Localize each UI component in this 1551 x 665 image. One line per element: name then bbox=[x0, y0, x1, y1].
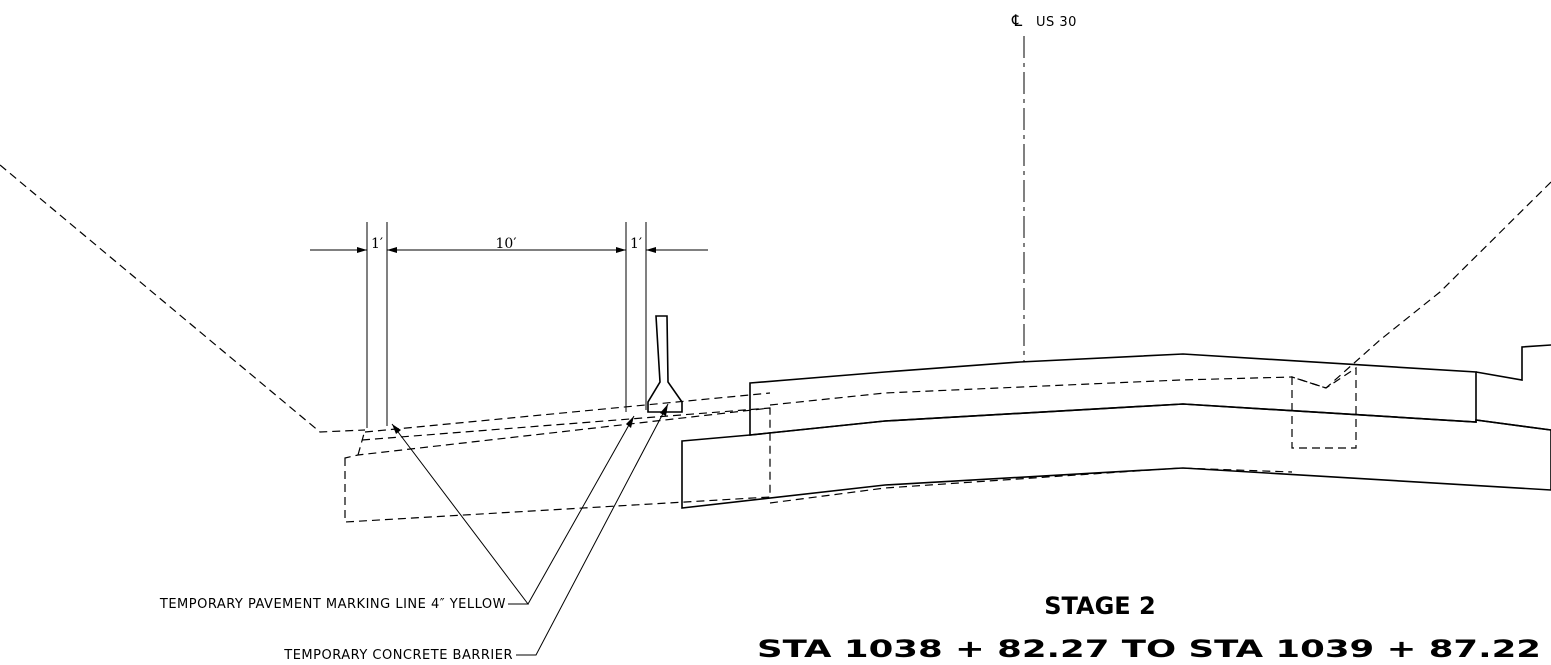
temp-marking-dashed-2 bbox=[361, 407, 771, 441]
temp-marking-dashed-3 bbox=[357, 429, 366, 456]
dim-arrow-4 bbox=[646, 247, 656, 253]
callout-pavement-marking: TEMPORARY PAVEMENT MARKING LINE 4″ YELLO… bbox=[159, 597, 506, 612]
centerline-label: US 30 bbox=[1036, 15, 1077, 30]
existing-pavement-top-dashed bbox=[769, 376, 1293, 406]
proposed-pavement-top bbox=[749, 353, 1477, 436]
dim-arrow-3 bbox=[616, 247, 626, 253]
dim-arrow-1 bbox=[357, 247, 367, 253]
existing-ground-left bbox=[0, 164, 366, 433]
callout-arrow-marking-2 bbox=[626, 416, 634, 428]
existing-ground-right bbox=[1291, 181, 1551, 389]
proposed-pavement-body bbox=[681, 403, 1551, 509]
temporary-concrete-barrier bbox=[647, 315, 683, 413]
shoulder-right-edge bbox=[1475, 419, 1551, 431]
shoulder-right bbox=[1475, 344, 1551, 381]
callout-leader-marking-2 bbox=[527, 415, 635, 605]
callout-concrete-barrier: TEMPORARY CONCRETE BARRIER bbox=[283, 648, 513, 663]
callout-leader-barrier bbox=[516, 403, 669, 656]
existing-pavement-bottom-dashed bbox=[769, 467, 1293, 504]
existing-pavement-right bbox=[1291, 366, 1357, 449]
dim-right-text: 1′ bbox=[630, 236, 642, 252]
dim-middle-text: 10′ bbox=[496, 236, 517, 252]
callout-arrow-marking-1 bbox=[392, 424, 401, 434]
existing-pavement-left bbox=[344, 407, 771, 523]
dim-left-text: 1′ bbox=[371, 236, 383, 252]
centerline-symbol: ℄ bbox=[1011, 11, 1023, 30]
station-range: STA 1038 + 82.27 TO STA 1039 + 87.22 bbox=[757, 635, 1541, 663]
dim-arrow-2 bbox=[387, 247, 397, 253]
callout-leader-marking bbox=[391, 423, 530, 605]
stage-title: STAGE 2 bbox=[1044, 592, 1156, 620]
callout-arrow-barrier bbox=[660, 404, 668, 416]
temp-marking-dashed-1 bbox=[364, 392, 771, 433]
